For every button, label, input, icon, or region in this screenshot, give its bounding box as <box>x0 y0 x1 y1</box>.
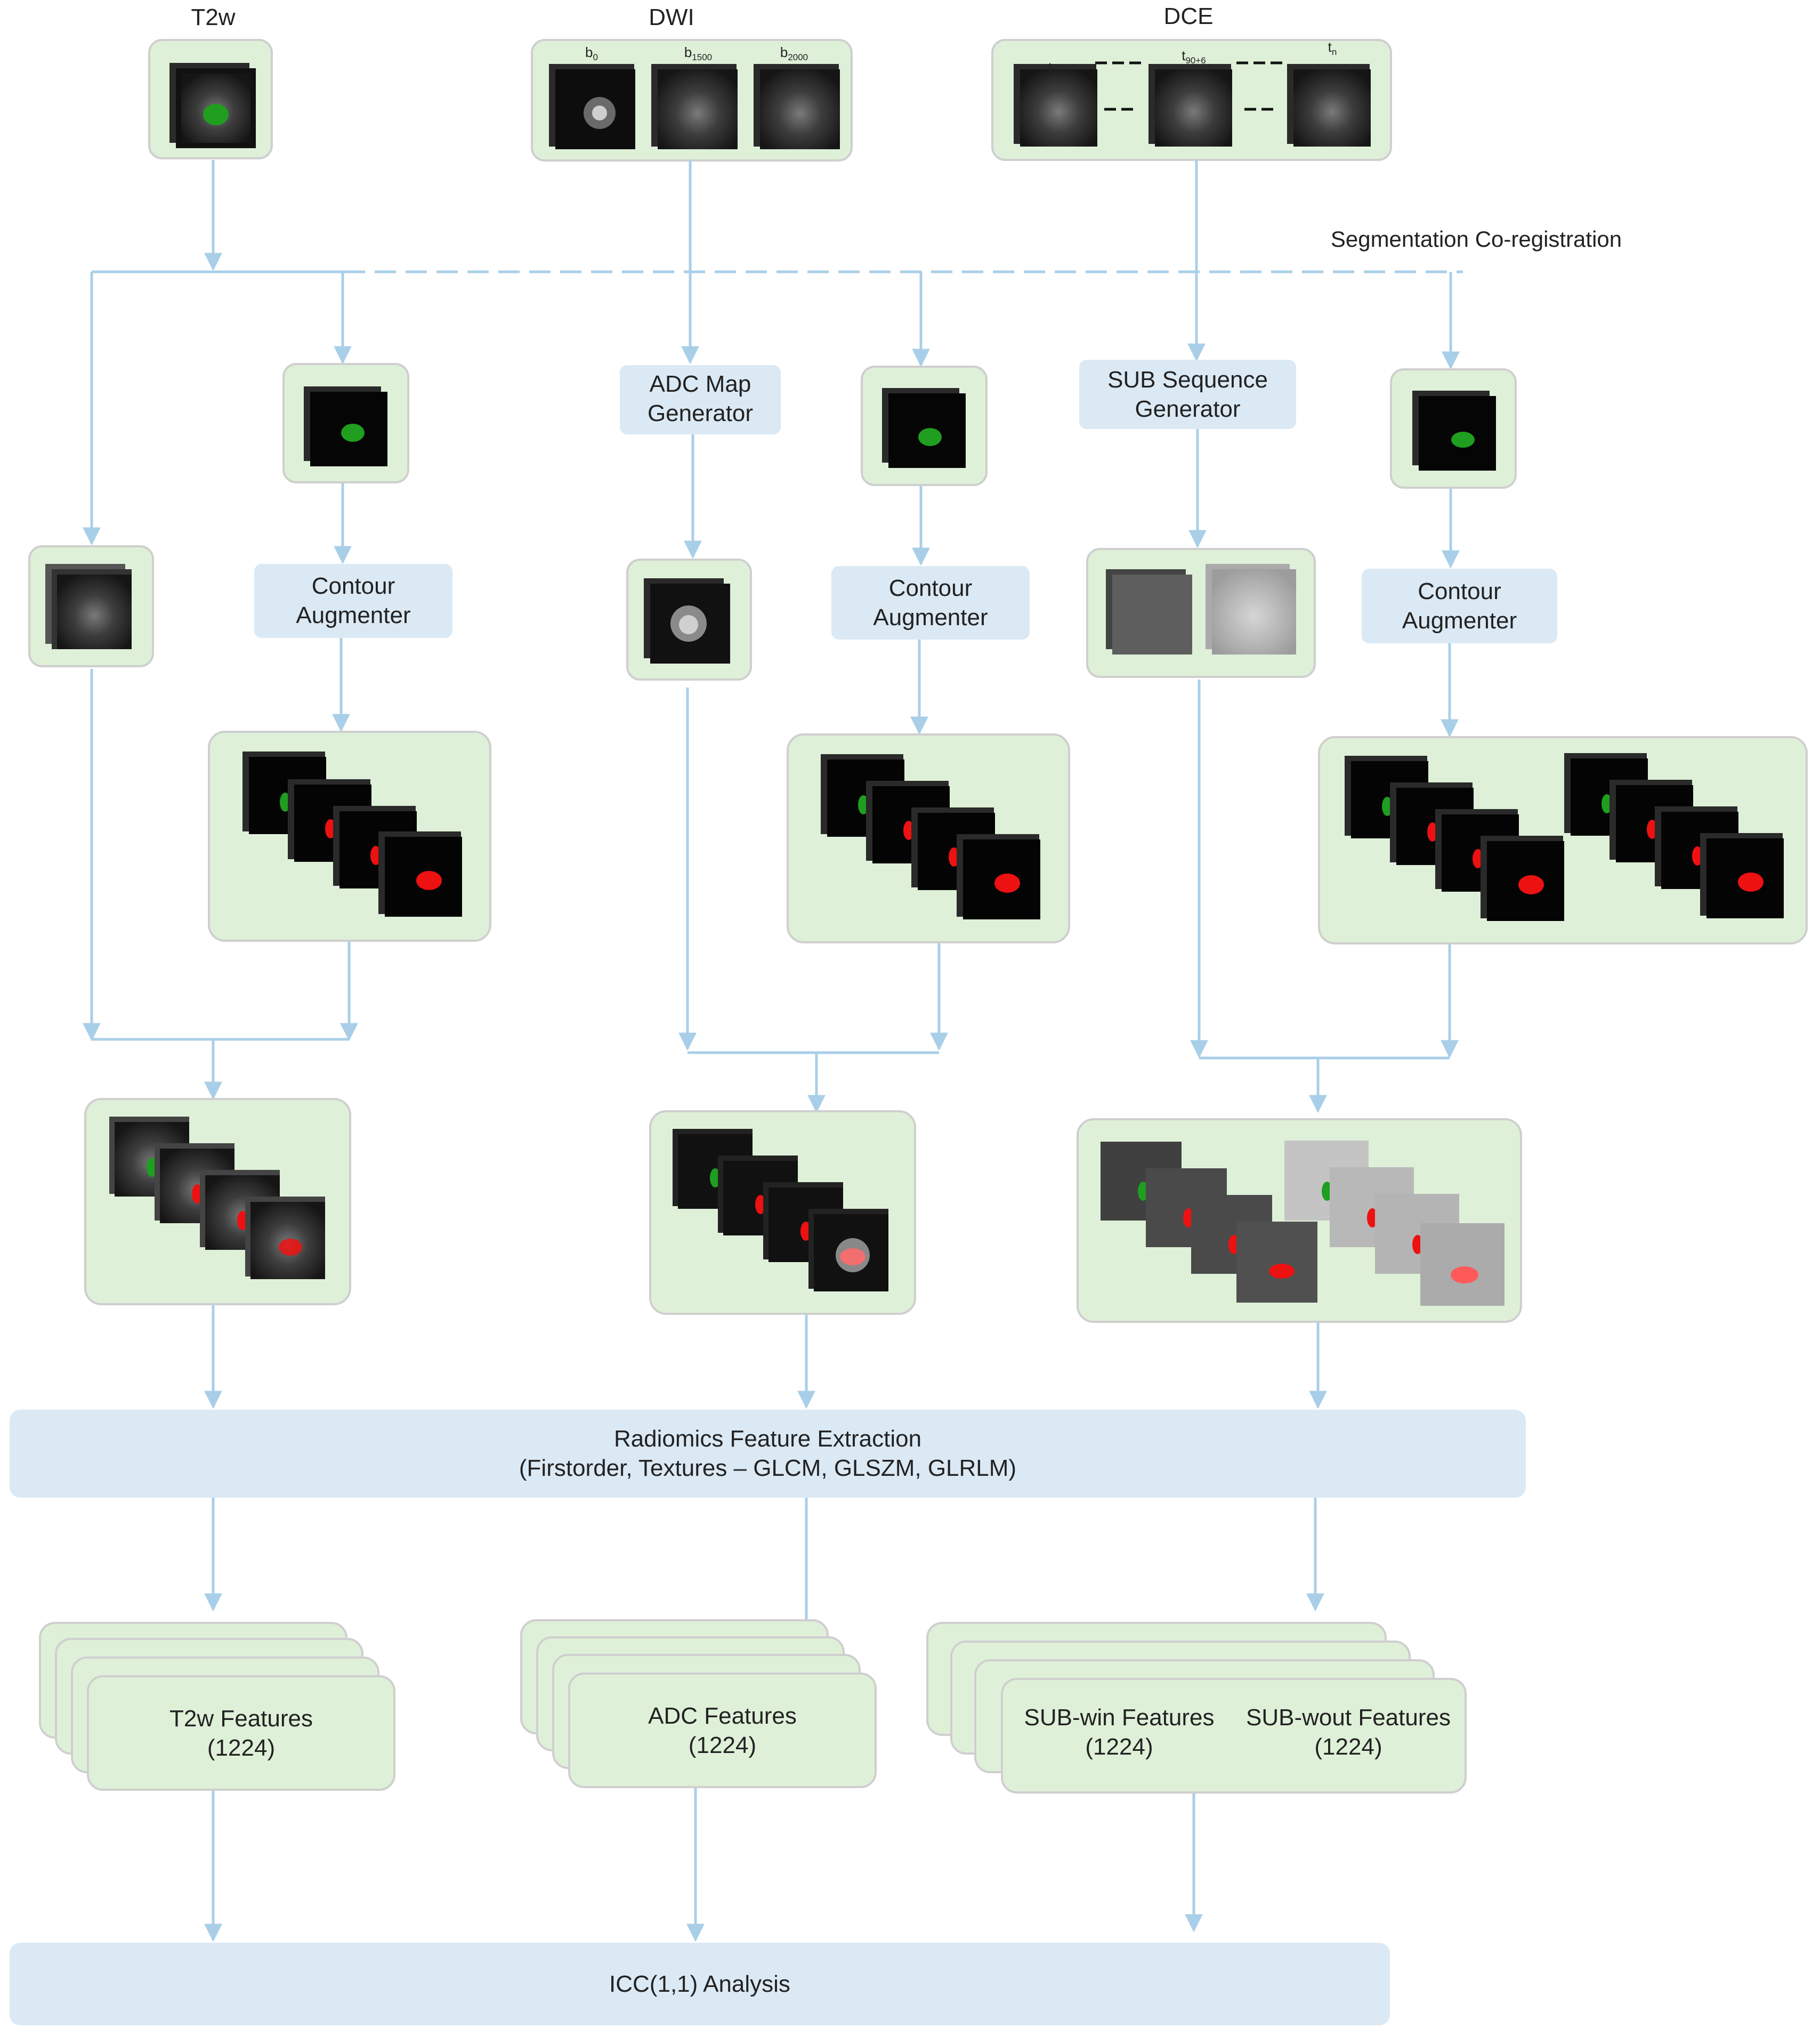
sub-images-box <box>1086 548 1316 678</box>
t2w-image-box <box>28 545 154 667</box>
adc-augmented-masks-box <box>787 733 1070 943</box>
dwi-b0-label: b0 <box>585 44 598 63</box>
adc-features-box <box>520 1619 877 1788</box>
t2w-mask-box <box>282 363 409 483</box>
icc-analysis-box <box>10 1943 1390 2025</box>
dce-input-box <box>991 39 1392 161</box>
t2w-augmented-masks-box <box>208 731 491 942</box>
contour-augmenter-sub-box <box>1362 569 1557 643</box>
t2w-features-box <box>39 1622 395 1791</box>
adc-map-generator-box <box>620 365 781 434</box>
connector-lines <box>83 160 1463 1942</box>
adc-features-label: ADC Features(1224) <box>648 1703 797 1758</box>
t2w-overlay-stack-box <box>84 1098 351 1305</box>
dce-title: DCE <box>1163 3 1214 29</box>
t2w-features-label: T2w Features(1224) <box>169 1706 313 1761</box>
t2w-title: T2w <box>191 4 236 30</box>
sub-wout-features-label: SUB-wout Features(1224) <box>1246 1704 1451 1760</box>
adc-mask-box <box>861 366 988 486</box>
sub-augmented-masks-box <box>1318 736 1808 944</box>
dwi-title: DWI <box>649 4 694 30</box>
contour-augmenter-t2w-box <box>254 564 452 638</box>
radiomics-extraction-box <box>10 1410 1526 1498</box>
dce-tn-label: tn <box>1328 39 1337 58</box>
dwi-input-box <box>531 39 853 161</box>
dwi-b1500-label: b1500 <box>684 44 713 63</box>
radiomics-extraction-label: Radiomics Feature Extraction(Firstorder,… <box>519 1426 1017 1481</box>
t2w-input-box <box>148 39 273 159</box>
dwi-b2000-label: b2000 <box>780 44 808 63</box>
dce-tmid-label: t90+6 <box>1182 47 1206 66</box>
segmentation-coregistration-label: Segmentation Co-registration <box>1330 227 1622 252</box>
dce-t0-label: t0 <box>1048 59 1057 78</box>
sub-mask-box <box>1390 368 1517 489</box>
sub-win-features-label: SUB-win Features(1224) <box>1024 1704 1215 1760</box>
sub-sequence-generator-box <box>1079 360 1296 429</box>
contour-augmenter-adc-box <box>831 566 1030 640</box>
sub-features-box <box>926 1622 1467 1793</box>
adc-image-box <box>626 559 752 681</box>
sub-overlay-stack-box <box>1077 1118 1522 1323</box>
adc-overlay-stack-box <box>649 1110 916 1315</box>
icc-analysis-label: ICC(1,1) Analysis <box>609 1971 790 1997</box>
